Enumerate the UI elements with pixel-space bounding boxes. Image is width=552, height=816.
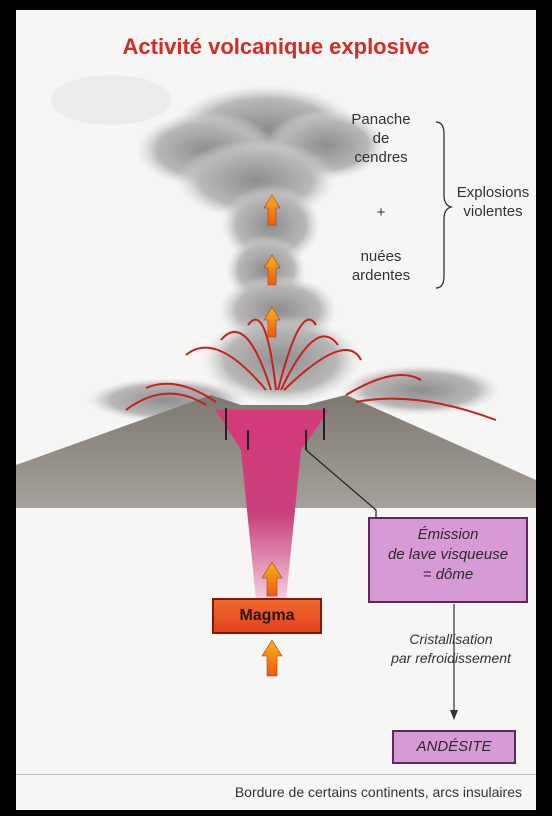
label-panache-line3: cendres — [336, 148, 426, 167]
label-nuees: nuées ardentes — [336, 247, 426, 285]
emission-line3: = dôme — [370, 565, 526, 585]
label-explosions-line1: Explosions — [448, 183, 536, 202]
label-panache-line2: de — [336, 129, 426, 148]
label-cristallisation: Cristallisation par refroidissement — [371, 630, 531, 668]
volcano-illustration — [16, 10, 536, 810]
diagram-panel: Activité volcanique explosive Panache de… — [16, 10, 536, 810]
andesite-box: ANDÉSITE — [392, 730, 516, 764]
label-explosions-line2: violentes — [448, 202, 536, 221]
label-panache: Panache de cendres — [336, 110, 426, 167]
label-plus: + — [366, 203, 396, 222]
magma-box: Magma — [212, 598, 322, 634]
diagram-title: Activité volcanique explosive — [16, 34, 536, 60]
emission-line2: de lave visqueuse — [370, 545, 526, 565]
label-explosions: Explosions violentes — [448, 183, 536, 221]
label-panache-line1: Panache — [336, 110, 426, 129]
emission-box: Émission de lave visqueuse = dôme — [368, 517, 528, 603]
ash-plume — [51, 75, 501, 422]
emission-line1: Émission — [370, 525, 526, 545]
bottom-note: Bordure de certains continents, arcs ins… — [16, 774, 536, 810]
label-nuees-line2: ardentes — [336, 266, 426, 285]
cristallisation-line1: Cristallisation — [371, 630, 531, 649]
cristallisation-line2: par refroidissement — [371, 649, 531, 668]
label-nuees-line1: nuées — [336, 247, 426, 266]
